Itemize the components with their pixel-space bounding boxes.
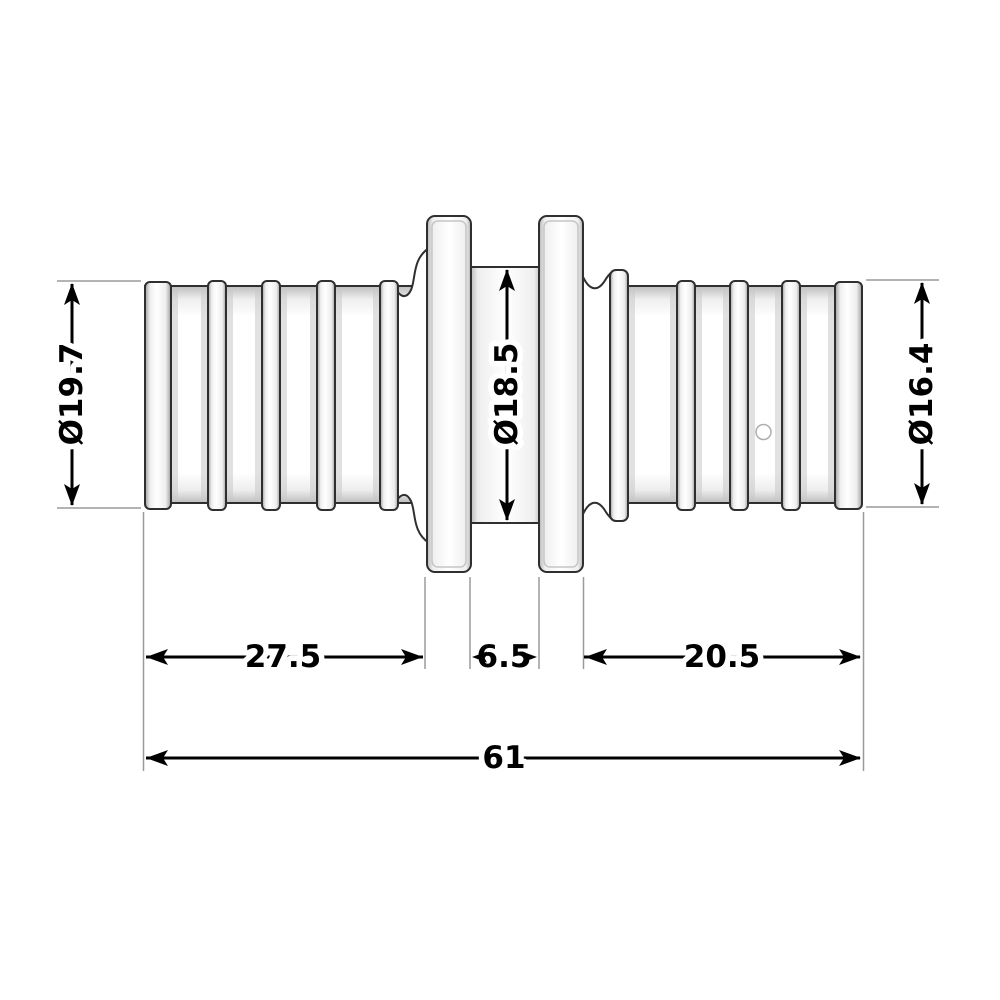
left-barb-ribs (207, 280, 399, 511)
dimension-labels: Ø19.7 Ø18.5 Ø16.4 27.5 6.5 20.5 61 (49, 337, 946, 781)
barb-rib (261, 280, 281, 511)
barrel-shading (172, 290, 834, 499)
length-left-label: 27.5 (245, 639, 322, 675)
left-flange (426, 215, 472, 573)
barb-rib (207, 280, 227, 511)
dimension-lines (70, 270, 924, 760)
right-neck (580, 270, 613, 521)
right-barb-ribs (609, 269, 801, 522)
extension-lines (57, 279, 939, 771)
barb-rib (316, 280, 336, 511)
collar-rib (609, 269, 629, 522)
left-flange-highlight (431, 220, 467, 568)
left-end-cap (144, 281, 172, 510)
surface-mark (755, 423, 772, 441)
diameter-left-label: Ø19.7 (54, 343, 90, 446)
length-overall-label: 61 (482, 740, 525, 776)
length-center-label: 6.5 (477, 639, 532, 675)
right-flange-highlight (543, 220, 579, 568)
barb-rib (676, 280, 696, 511)
diameter-center-label: Ø18.5 (489, 343, 525, 446)
dimension-arrowheads (64, 269, 930, 766)
diameter-right-label: Ø16.4 (904, 343, 940, 446)
length-right-label: 20.5 (684, 639, 761, 675)
barb-rib (379, 280, 399, 511)
fitting-body (144, 215, 863, 573)
barb-rib (729, 280, 749, 511)
right-end-cap (834, 281, 863, 510)
right-flange (538, 215, 584, 573)
barb-rib (781, 280, 801, 511)
